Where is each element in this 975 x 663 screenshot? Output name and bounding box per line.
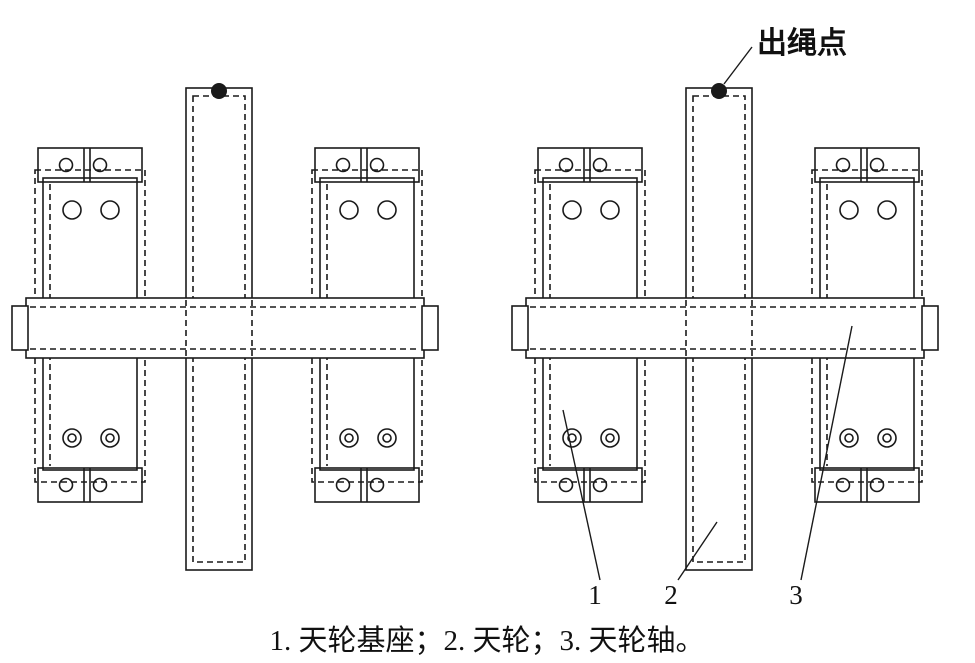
callout-3-leader-line [800, 325, 853, 581]
rope-exit-label: 出绳点 [757, 27, 847, 60]
figure-caption: 1. 天轮基座；2. 天轮；3. 天轮轴。 [269, 624, 704, 657]
callout-3-number: 3 [789, 580, 803, 610]
callout-1: 1 [562, 409, 602, 610]
callout-2-leader-line [677, 521, 718, 581]
callout-2-number: 2 [664, 580, 678, 610]
left-assembly-view [12, 83, 438, 570]
callout-1-leader-line [562, 409, 601, 581]
rope-exit-leader-line [723, 46, 753, 85]
callout-2: 2 [664, 521, 718, 610]
right-assembly-view [512, 83, 938, 570]
rope-exit-annotation: 出绳点 [723, 27, 847, 85]
callout-1-number: 1 [588, 580, 602, 610]
callout-3: 3 [789, 325, 853, 610]
